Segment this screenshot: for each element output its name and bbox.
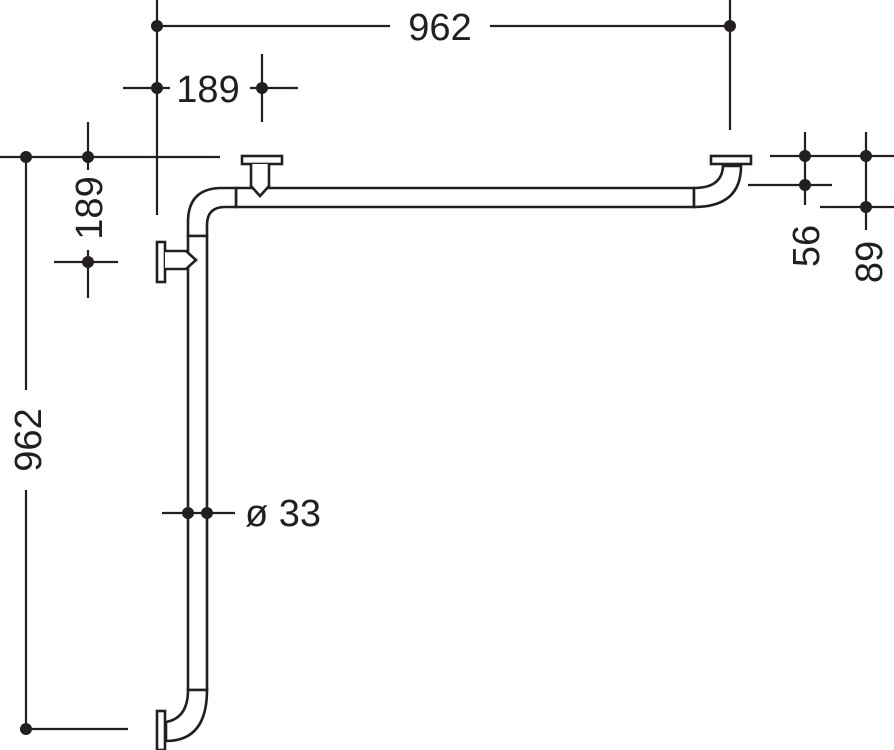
- top-flange-left: [240, 154, 284, 166]
- top-offset-label: 189: [176, 69, 239, 111]
- diameter-label: ø 33: [245, 493, 321, 535]
- top-width-dimension: 962: [151, 0, 736, 215]
- top-flange-right: [709, 154, 753, 166]
- left-height-label: 962: [8, 408, 50, 471]
- top-left-elbow: [186, 186, 238, 238]
- top-flange-left-neck: [249, 164, 271, 198]
- grab-bar: [155, 154, 753, 750]
- left-offset-label: 189: [69, 176, 111, 239]
- wall-distance-small-label: 56: [786, 225, 828, 267]
- right-elbow: [692, 164, 743, 209]
- wall-distance-dimensions: 56 89: [748, 132, 894, 283]
- diameter-dimension: ø 33: [162, 493, 321, 535]
- wall-distance-large-label: 89: [849, 241, 891, 283]
- left-flange-neck: [165, 249, 198, 271]
- left-height-dimension: 962: [0, 151, 220, 735]
- left-offset-dimension: 189: [54, 122, 118, 298]
- horizontal-tube: [234, 186, 696, 209]
- left-flange: [155, 240, 167, 284]
- bottom-elbow: [164, 688, 209, 743]
- bottom-flange: [155, 709, 167, 750]
- top-offset-dimension: 189: [123, 54, 298, 122]
- vertical-tube: [186, 234, 209, 692]
- top-width-label: 962: [408, 7, 471, 49]
